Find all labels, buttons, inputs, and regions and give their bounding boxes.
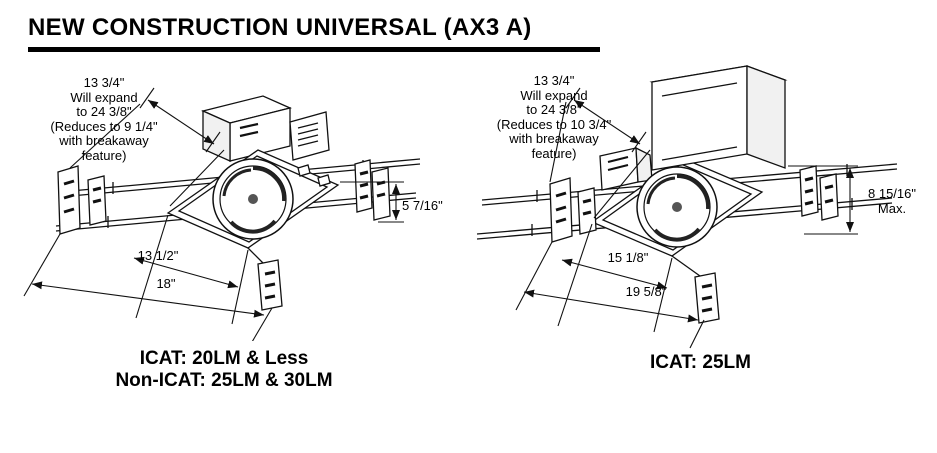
note-line: with breakaway bbox=[59, 133, 149, 148]
driver-box bbox=[290, 112, 329, 160]
aperture bbox=[637, 167, 717, 247]
hanging-bracket bbox=[248, 248, 282, 310]
note-line: feature) bbox=[81, 147, 127, 163]
mounting-bracket-right bbox=[355, 160, 390, 220]
height-dimension-label: 8 15/16" Max. bbox=[856, 186, 928, 216]
mounting-bracket-left bbox=[550, 178, 596, 242]
fixture-drawing-right bbox=[452, 52, 932, 352]
fixture-drawing-left bbox=[18, 56, 453, 341]
aperture bbox=[213, 159, 293, 239]
page-title: NEW CONSTRUCTION UNIVERSAL (AX3 A) bbox=[28, 14, 532, 41]
outer-width-dimension-label: 19 5/8" bbox=[625, 284, 667, 299]
housing-box bbox=[652, 66, 785, 170]
title-underline bbox=[28, 47, 600, 52]
caption-line: ICAT: 20LM & Less bbox=[139, 348, 309, 369]
note-line: Will expand bbox=[520, 87, 588, 103]
dimension-lines bbox=[24, 88, 404, 341]
note-line: (Reduces to 9 1/4" bbox=[50, 118, 158, 134]
note-line: Will expand bbox=[70, 89, 138, 105]
note-line: to 24 3/8" bbox=[526, 102, 582, 117]
expand-note-left: 13 3/4" Will expand to 24 3/8" (Reduces … bbox=[38, 75, 170, 163]
height-value: 8 15/16" bbox=[868, 186, 916, 201]
inner-width-dimension-label: 15 1/8" bbox=[607, 250, 649, 265]
height-dimension-label: 5 7/16" bbox=[402, 198, 443, 213]
junction-box bbox=[600, 148, 652, 190]
note-line: feature) bbox=[531, 145, 577, 161]
caption-line: ICAT: 25LM bbox=[650, 352, 751, 373]
mounting-bracket-right bbox=[800, 166, 838, 220]
hanging-bracket bbox=[672, 256, 719, 323]
height-max-label: Max. bbox=[877, 201, 907, 216]
note-line: (Reduces to 10 3/4" bbox=[496, 116, 612, 132]
caption-line: Non-ICAT: 25LM & 30LM bbox=[115, 370, 333, 391]
dimension-lines bbox=[516, 88, 858, 348]
note-line: 13 3/4" bbox=[83, 75, 125, 90]
mounting-bracket-left bbox=[58, 166, 106, 234]
inner-width-dimension-label: 13 1/2" bbox=[137, 248, 179, 263]
note-line: 13 3/4" bbox=[533, 73, 575, 88]
figure-caption-left: ICAT: 20LM & Less Non-ICAT: 25LM & 30LM bbox=[86, 348, 362, 392]
expand-note-right: 13 3/4" Will expand to 24 3/8" (Reduces … bbox=[480, 73, 628, 161]
note-line: with breakaway bbox=[509, 131, 599, 146]
junction-box bbox=[203, 96, 290, 161]
outer-width-dimension-label: 18" bbox=[156, 276, 176, 291]
figure-caption-right: ICAT: 25LM bbox=[608, 352, 793, 374]
note-line: to 24 3/8" bbox=[76, 104, 132, 119]
